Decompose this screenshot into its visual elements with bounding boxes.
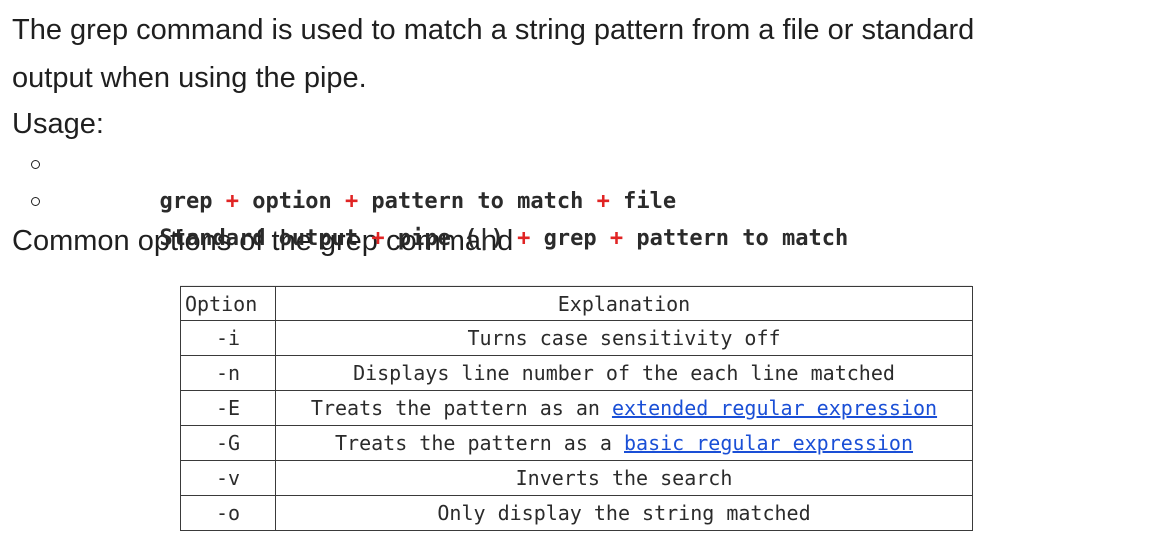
usage-part: pipe (|) bbox=[384, 226, 518, 251]
option-cell: -E bbox=[180, 390, 276, 426]
section-heading: Common options of the grep command bbox=[12, 225, 514, 257]
intro-line-2: output when using the pipe. bbox=[12, 62, 367, 94]
header-option: Option bbox=[180, 286, 276, 321]
table-row: -i Turns case sensitivity off bbox=[180, 320, 973, 356]
usage-item: grep + option + pattern to match + file bbox=[12, 146, 1152, 214]
table-row: -G Treats the pattern as a basic regular… bbox=[180, 425, 973, 461]
explanation-text: Only display the string matched bbox=[437, 501, 811, 525]
explanation-cell: Treats the pattern as a basic regular ex… bbox=[275, 425, 973, 461]
header-explanation: Explanation bbox=[275, 286, 973, 321]
usage-part: grep bbox=[530, 226, 610, 251]
table-row: -o Only display the string matched bbox=[180, 495, 973, 531]
usage-part: pattern to match bbox=[358, 189, 597, 214]
option-cell: -v bbox=[180, 460, 276, 496]
basic-regex-link[interactable]: basic regular expression bbox=[624, 431, 913, 455]
plus-sign: + bbox=[344, 189, 359, 214]
explanation-cell: Only display the string matched bbox=[275, 495, 973, 531]
hollow-bullet-icon bbox=[31, 160, 40, 169]
option-cell: -G bbox=[180, 425, 276, 461]
explanation-text: Turns case sensitivity off bbox=[467, 326, 781, 350]
explanation-cell: Turns case sensitivity off bbox=[275, 320, 973, 356]
option-cell: -o bbox=[180, 495, 276, 531]
document-body: The grep command is used to match a stri… bbox=[12, 6, 1152, 262]
explanation-text: Inverts the search bbox=[515, 466, 733, 490]
options-table: Option Explanation -i Turns case sensiti… bbox=[180, 286, 973, 531]
usage-item: Standard output + pipe (|) + grep + patt… bbox=[12, 183, 1152, 251]
usage-part: pattern to match bbox=[623, 226, 849, 251]
plus-sign: + bbox=[596, 189, 610, 214]
plus-sign: + bbox=[517, 226, 531, 251]
usage-label: Usage: bbox=[12, 108, 104, 140]
explanation-cell: Inverts the search bbox=[275, 460, 973, 496]
explanation-text: Treats the pattern as a bbox=[335, 431, 624, 455]
explanation-cell: Displays line number of the each line ma… bbox=[275, 355, 973, 391]
option-cell: -n bbox=[180, 355, 276, 391]
usage-list: grep + option + pattern to match + file … bbox=[12, 146, 1152, 251]
plus-sign: + bbox=[225, 189, 239, 214]
table-row: -n Displays line number of the each line… bbox=[180, 355, 973, 391]
table-row: -E Treats the pattern as an extended reg… bbox=[180, 390, 973, 426]
usage-part: Standard output bbox=[159, 226, 372, 251]
table-row: -v Inverts the search bbox=[180, 460, 973, 496]
intro-line-1: The grep command is used to match a stri… bbox=[12, 14, 975, 46]
extended-regex-link[interactable]: extended regular expression bbox=[611, 396, 938, 420]
usage-part: file bbox=[609, 189, 677, 214]
explanation-cell: Treats the pattern as an extended regula… bbox=[275, 390, 973, 426]
option-cell: -i bbox=[180, 320, 276, 356]
table-header-row: Option Explanation bbox=[180, 286, 973, 321]
intro-paragraph: The grep command is used to match a stri… bbox=[12, 6, 1152, 102]
plus-sign: + bbox=[609, 226, 624, 251]
explanation-text: Displays line number of the each line ma… bbox=[353, 361, 895, 385]
usage-part: grep bbox=[159, 189, 226, 214]
hollow-bullet-icon bbox=[31, 197, 40, 206]
plus-sign: + bbox=[371, 226, 385, 251]
usage-part: option bbox=[238, 189, 345, 214]
explanation-text: Treats the pattern as an bbox=[310, 396, 612, 420]
